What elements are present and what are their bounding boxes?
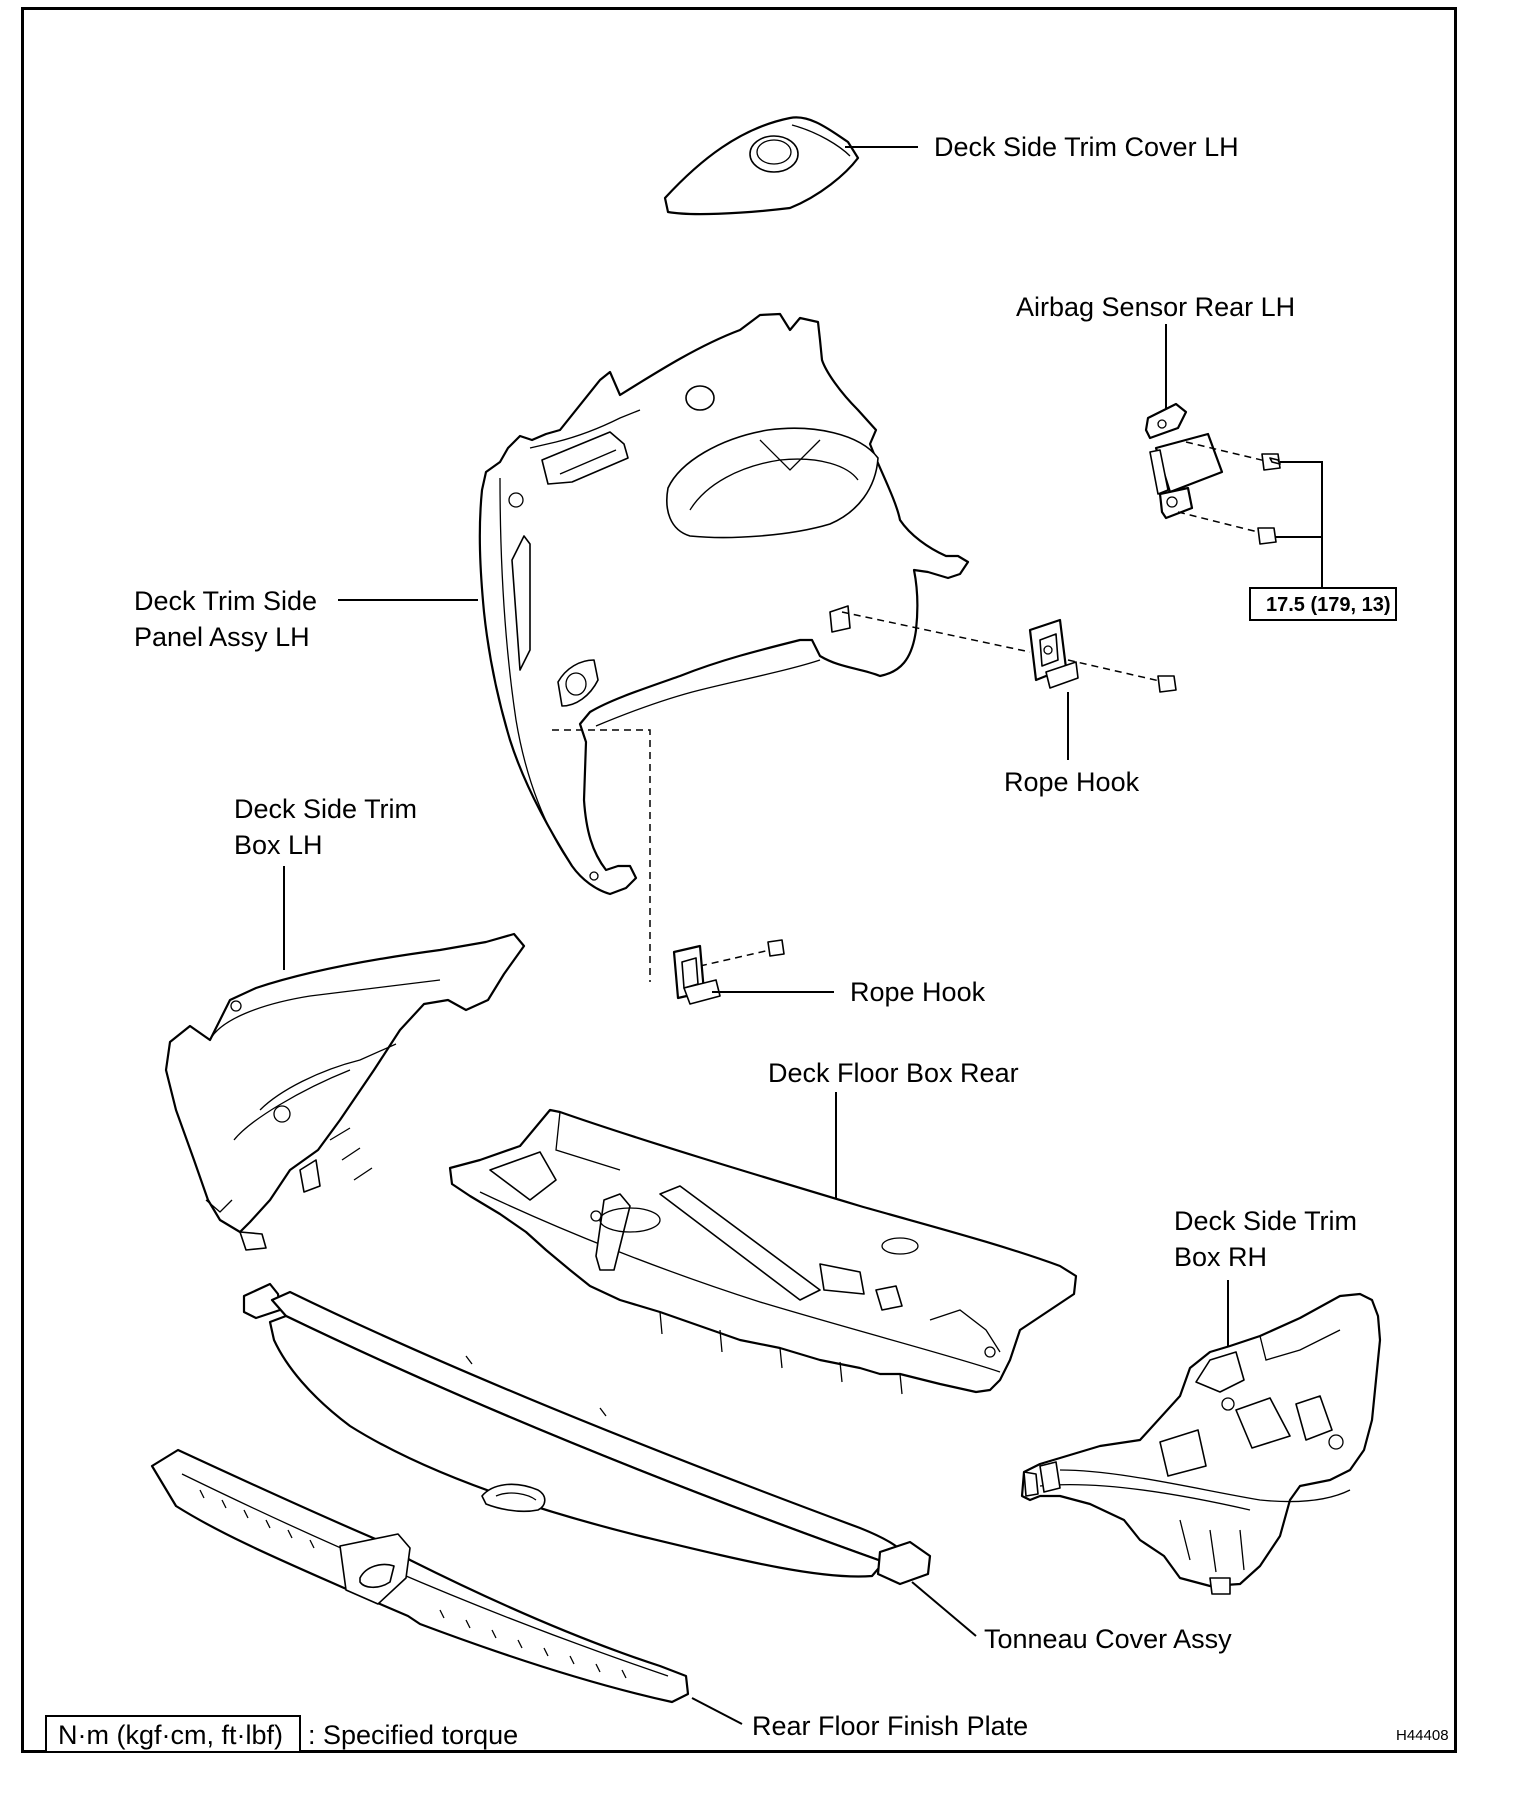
deck-side-trim-cover-lh-part	[663, 116, 860, 216]
label-trim-box-lh-line2: Box LH	[234, 830, 323, 860]
torque-bracket-lower	[1276, 536, 1323, 590]
rope-hook-lower-part	[672, 944, 721, 1005]
legend-unit-text: N·m (kgf·cm, ft·lbf)	[58, 1720, 283, 1750]
label-airbag-sensor-rear-lh: Airbag Sensor Rear LH	[1016, 292, 1295, 322]
bolt-lower	[1257, 527, 1277, 545]
diagram-frame	[21, 7, 1457, 1753]
airbag-sensor-rear-lh-part	[1144, 402, 1224, 520]
guide-rope-hook-right	[841, 611, 1031, 653]
rope-hook-lower-bolt	[767, 939, 785, 957]
label-trim-box-rh-line1: Deck Side Trim	[1174, 1206, 1357, 1236]
label-deck-side-trim-cover-lh: Deck Side Trim Cover LH	[934, 132, 1239, 162]
legend-description: : Specified torque	[308, 1720, 518, 1750]
figure-code: H44408	[1396, 1727, 1449, 1744]
bolt-upper	[1261, 453, 1281, 471]
label-rear-floor-finish-plate: Rear Floor Finish Plate	[752, 1711, 1028, 1741]
guide-rope-hook-lower-bolt	[699, 949, 771, 967]
deck-trim-side-panel-assy-lh-part	[478, 312, 970, 896]
label-deck-floor-box-rear: Deck Floor Box Rear	[768, 1058, 1019, 1088]
torque-spec-box	[1249, 587, 1397, 621]
torque-bracket-upper	[1280, 461, 1323, 538]
guide-bolt-upper	[1185, 441, 1271, 463]
leader-finish-plate	[691, 1697, 743, 1725]
guide-rope-hook-bolt	[1067, 659, 1165, 683]
deck-floor-box-rear-part	[448, 1108, 1078, 1395]
label-rope-hook-lower: Rope Hook	[850, 977, 986, 1007]
rope-hook-right-bolt	[1157, 675, 1177, 693]
rope-hook-right-part	[1028, 618, 1079, 689]
label-tonneau-cover-assy: Tonneau Cover Assy	[984, 1624, 1232, 1654]
guide-bolt-lower	[1177, 511, 1267, 535]
label-deck-trim-side-line1: Deck Trim Side	[134, 586, 317, 616]
leader-tonneau-cover	[911, 1581, 977, 1637]
deck-side-trim-box-rh-part	[1020, 1292, 1382, 1595]
tonneau-cover-assy-part	[242, 1282, 932, 1586]
label-trim-box-lh-line1: Deck Side Trim	[234, 794, 417, 824]
label-deck-trim-side-line2: Panel Assy LH	[134, 622, 310, 652]
legend-unit-box	[45, 1715, 301, 1753]
deck-side-trim-box-lh-part	[164, 932, 526, 1251]
label-rope-hook-right: Rope Hook	[1004, 767, 1140, 797]
label-trim-box-rh-line2: Box RH	[1174, 1242, 1267, 1272]
rear-floor-finish-plate-part	[150, 1448, 690, 1704]
torque-spec-value: 17.5 (179, 13)	[1266, 594, 1391, 616]
guide-rope-hook-lower	[552, 729, 651, 982]
